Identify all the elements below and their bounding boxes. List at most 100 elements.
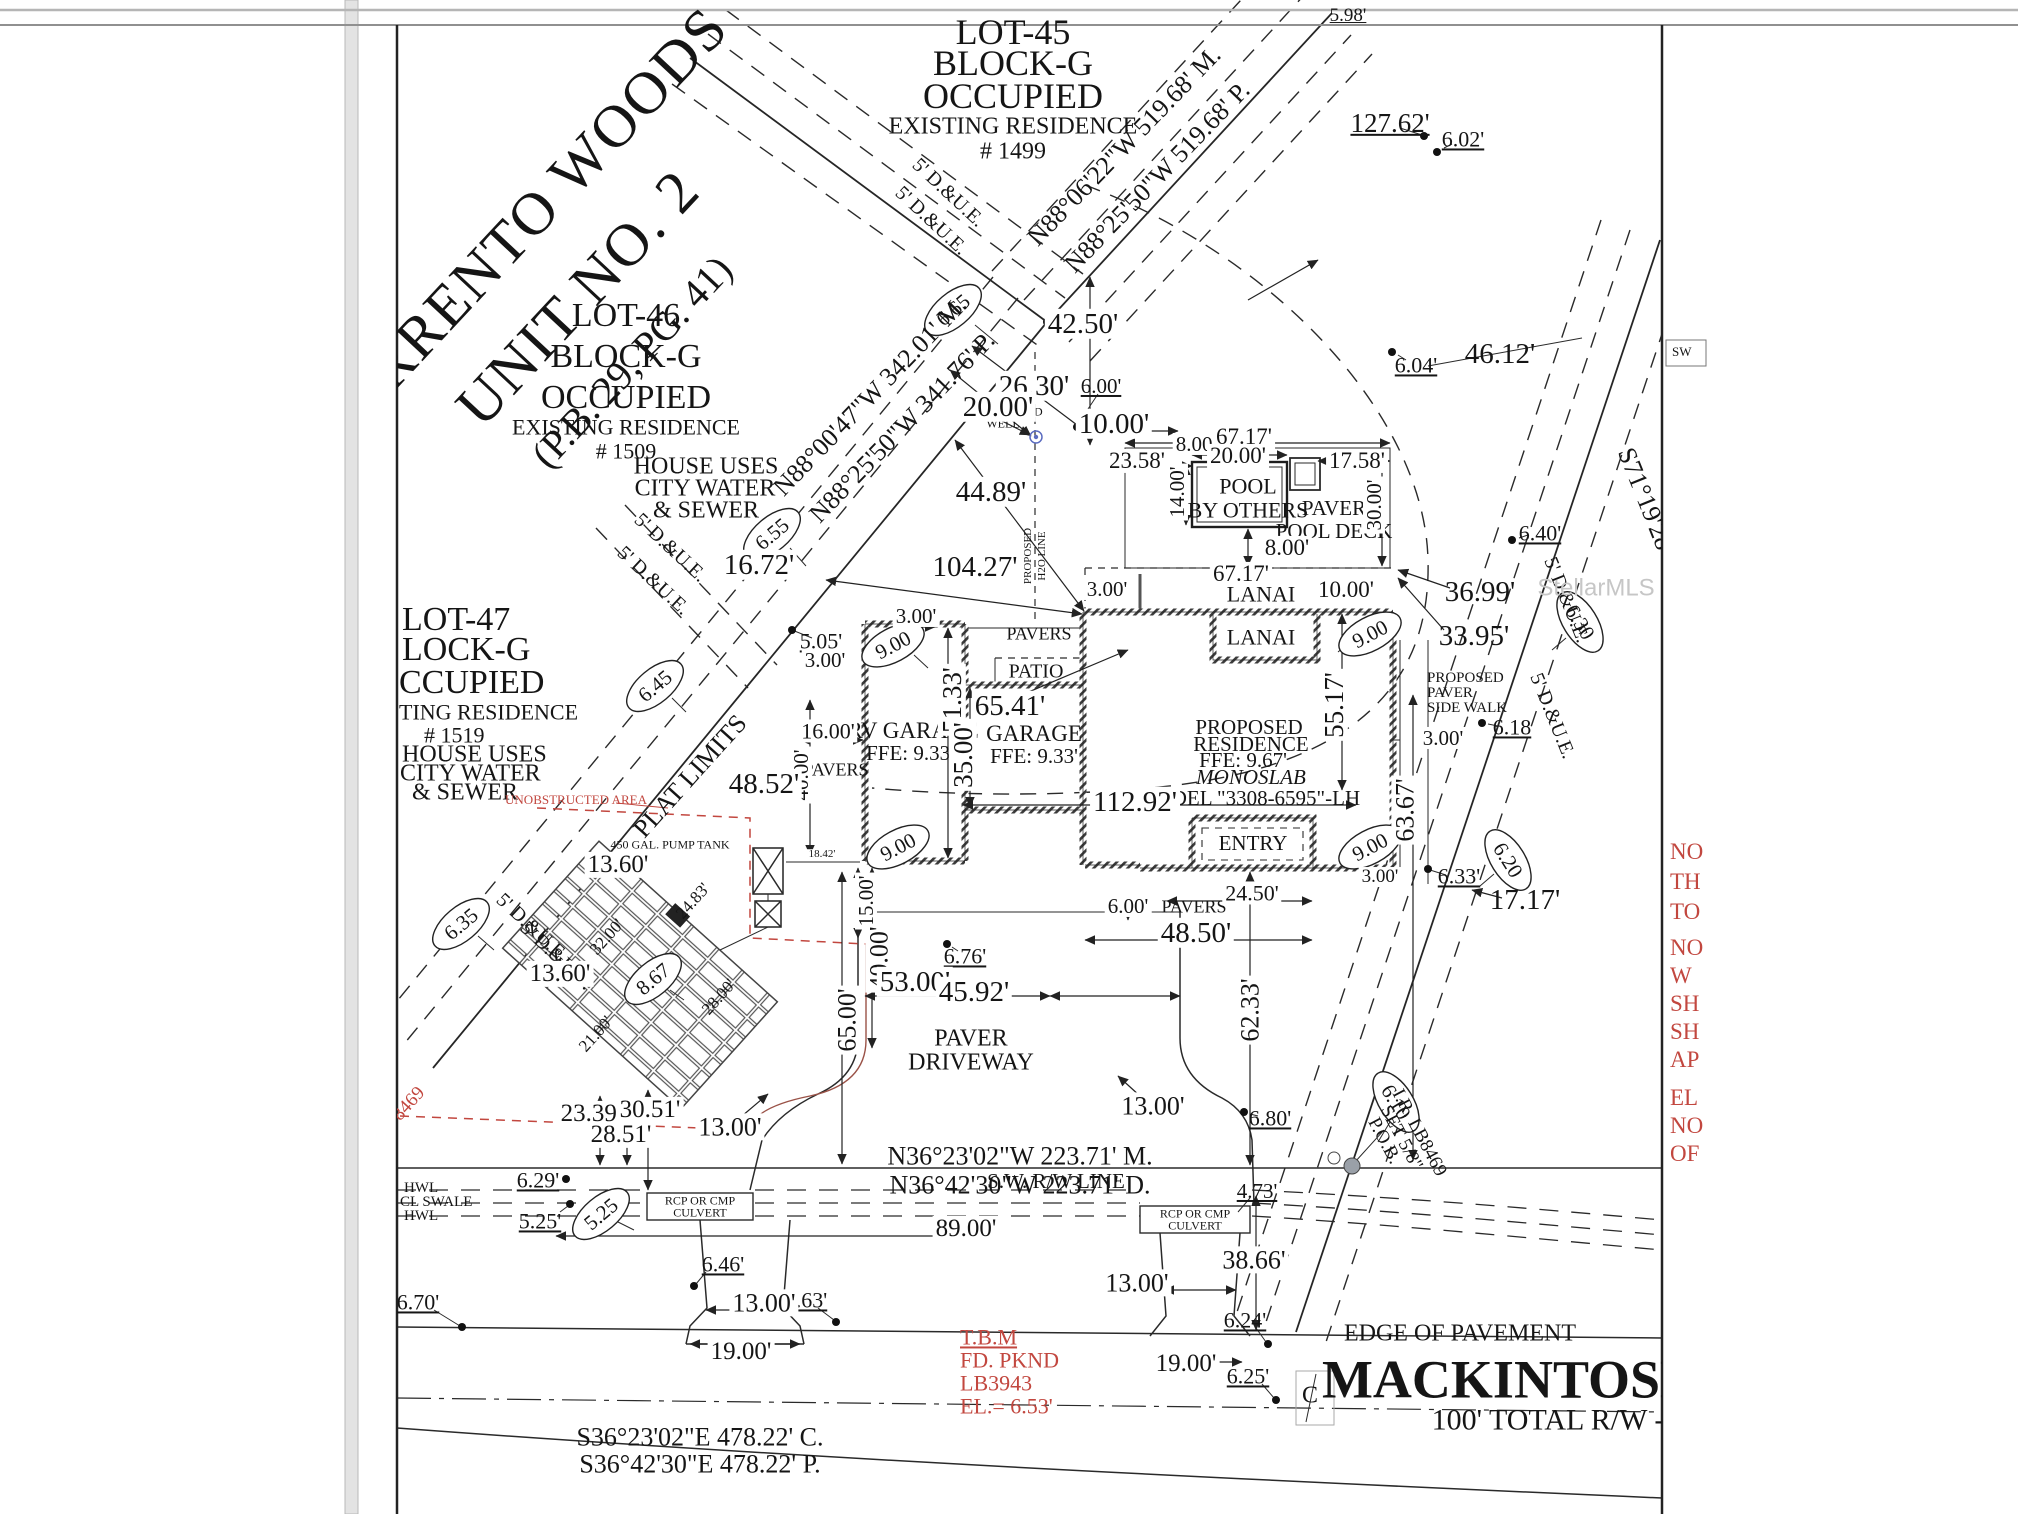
- dim-300e: 3.00': [1358, 867, 1402, 887]
- dim-2483: 24.83': [671, 879, 714, 923]
- dim-300a: 3.00': [1083, 578, 1131, 600]
- lot46-name: LOT-46: [571, 297, 681, 335]
- dim-4852: 48.52': [725, 768, 803, 799]
- dim-800b: 8.00': [1261, 535, 1313, 561]
- dim-3051: 30.51': [616, 1096, 684, 1124]
- unobstructed: UNOBSTRUCTED AREA: [505, 792, 647, 808]
- spot-618: 6.18: [1492, 714, 1532, 740]
- lot47-number: # 1519: [424, 722, 485, 748]
- bearing-sw-2: N36°42'30"W 223.71' D.: [889, 1170, 1151, 1200]
- bearing-sw-1: N36°23'02"W 223.71' M.: [887, 1141, 1153, 1171]
- elev-867: 8.67: [631, 957, 675, 1000]
- sidewalk-1: PROPOSED: [1427, 670, 1504, 687]
- spot-676: 6.76': [943, 943, 987, 969]
- rv-garage-ffe: FFE: 9.33': [866, 740, 954, 765]
- lot46-residence: EXISTING RESIDENCE: [512, 414, 740, 440]
- culvert-left-box: [646, 1192, 754, 1221]
- patio: PATIO: [1008, 660, 1064, 683]
- dim-3000: 30.00': [1362, 476, 1386, 534]
- spot-646: 6.46': [701, 1251, 745, 1277]
- distribution-box: [665, 903, 691, 928]
- dim-2851: 28.51': [587, 1121, 655, 1149]
- spot-625: 6.25': [1226, 1363, 1270, 1389]
- driveway-2: DRIVEWAY: [908, 1049, 1034, 1076]
- dim-6367: 63.67': [1390, 775, 1419, 845]
- dim-300b: 3.00': [801, 649, 849, 671]
- tbm-1: T.B.M: [960, 1324, 1018, 1350]
- lanai-1: LANAI: [1226, 581, 1296, 607]
- dim-2358: 23.58': [1106, 448, 1168, 474]
- dim-1500: 15.00': [854, 872, 878, 930]
- dim-800a: 8.00': [1172, 433, 1220, 455]
- watermark: StellarMLS: [1537, 574, 1655, 602]
- dim-2100: 21.00': [574, 1012, 617, 1056]
- spot-525: 5.25': [518, 1208, 562, 1234]
- dim-6500: 65.00': [832, 985, 861, 1055]
- lot46-occupied: OCCUPIED: [540, 379, 712, 417]
- pool-equipment: [1289, 457, 1321, 491]
- dim-505: 5.05': [799, 628, 843, 654]
- cl-symbol-letter: C: [1301, 1382, 1319, 1409]
- residence-ffe: FFE: 9.67': [1199, 747, 1287, 772]
- dim-1360a: 13.60': [584, 851, 652, 879]
- garage: GARAGE: [986, 720, 1082, 746]
- sw-rw-line: S.W. R/W LINE: [987, 1168, 1125, 1193]
- dim-3500: 35.00': [948, 719, 978, 791]
- lot47-uses-1: HOUSE USES: [402, 741, 547, 768]
- dim-1672: 16.72': [720, 549, 798, 580]
- bearing-s-1: S36°23'02"E 478.22' C.: [576, 1422, 824, 1452]
- tbm-4: EL.= 6.53': [960, 1393, 1053, 1419]
- culvert-right-1: RCP OR CMP: [1159, 1206, 1231, 1221]
- elev-525e: 5.25: [579, 1192, 623, 1235]
- pavers-north: PAVERS: [1006, 623, 1072, 644]
- dim-1842: 18.42': [805, 849, 839, 861]
- dim-473: 4.73': [1236, 1178, 1278, 1203]
- street-lines: [396, 1167, 1663, 1499]
- dim-1300c: 13.00': [1102, 1269, 1172, 1297]
- dim-1000b: 10.00': [1315, 577, 1377, 603]
- lot45-number: # 1499: [980, 138, 1046, 165]
- spot-633: 6.33': [1437, 863, 1481, 889]
- dim-600b: 6.00': [1104, 895, 1152, 917]
- elev-620: 6.20: [1488, 838, 1528, 882]
- lot47-block: LOCK-G: [402, 631, 531, 669]
- dim-3699: 36.99': [1444, 575, 1516, 608]
- sidewalk-3: SIDE WALK: [1427, 700, 1508, 717]
- dim-600a: 6.00': [1080, 373, 1122, 398]
- dim-2000b: 20.00': [1207, 443, 1269, 469]
- lot45-residence: EXISTING RESIDENCE: [888, 113, 1138, 140]
- elev-900b: 9.00: [876, 827, 920, 867]
- dim-1900a: 19.00': [707, 1338, 775, 1366]
- dim-8900: 89.00': [932, 1215, 1000, 1243]
- culvert-right-box: [1139, 1205, 1251, 1234]
- elev-635: 6.35: [439, 902, 483, 945]
- dim-1000a: 10.00': [1075, 408, 1153, 439]
- spot-629: 6.29': [516, 1167, 560, 1193]
- dim-3866: 38.66': [1219, 1246, 1289, 1274]
- pool-deck-1: PAVER: [1301, 495, 1367, 520]
- pob-monument: [1343, 1157, 1361, 1175]
- dim-3200: 32.00': [585, 915, 628, 959]
- residence-model: MODEL "3308-6595"-LH: [1137, 785, 1361, 810]
- dim-4592: 45.92': [935, 976, 1013, 1007]
- lot46-uses-2: CITY WATER: [634, 475, 776, 502]
- swale-cl: CL SWALE: [400, 1194, 473, 1211]
- lot47-uses-3: & SEWER: [412, 779, 518, 806]
- dim-300c: 3.00': [892, 605, 940, 627]
- driveway-1: PAVER: [934, 1025, 1008, 1052]
- dim-5517: 55.17': [1319, 669, 1349, 741]
- dim-1300b: 13.00': [1118, 1092, 1188, 1120]
- lot47-occupied: CCUPIED: [399, 664, 545, 702]
- elevation-ellipses: [432, 283, 1604, 1241]
- driveway: [646, 640, 1429, 1345]
- lot47-name: LOT-47: [402, 601, 511, 639]
- dim-4250: 42.50': [1044, 308, 1122, 339]
- dim-1300a: 13.00': [695, 1113, 765, 1141]
- dim-2800: 28.00': [697, 975, 740, 1019]
- dim-2450: 24.50': [1222, 881, 1282, 905]
- dim-1300d: 13.00': [729, 1289, 799, 1317]
- dim-10427: 104.27': [929, 551, 1021, 582]
